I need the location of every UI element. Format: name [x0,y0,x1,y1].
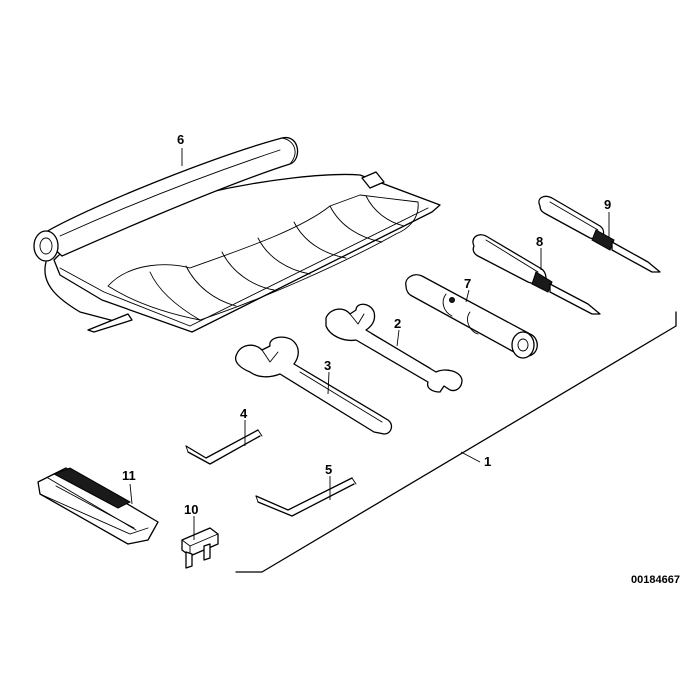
callout-7: 7 [464,276,471,291]
callout-4: 4 [240,406,248,421]
callout-10: 10 [184,502,198,517]
callout-6: 6 [177,132,184,147]
leader-lines [129,148,610,540]
assembly-bracket [235,311,677,573]
spare-fuse [181,527,219,569]
hex-key-5 [255,477,357,517]
callout-8: 8 [536,234,543,249]
hex-key-4 [185,429,263,465]
tool-roll-bag [33,137,441,333]
callout-11: 11 [122,468,136,483]
screwdriver-large [472,234,601,315]
callout-1: 1 [484,454,491,469]
socket-wrench [405,274,538,359]
double-wrench [325,303,463,393]
screwdriver-small [538,195,661,273]
large-wrench [234,336,393,435]
callout-2: 2 [394,316,401,331]
callout-5: 5 [325,462,332,477]
fuse-puller [37,467,159,545]
document-id: 00184667 [631,574,680,586]
callout-9: 9 [604,197,611,212]
callout-3: 3 [324,358,331,373]
callout-labels: 1 2 3 4 5 6 7 8 9 10 11 [122,132,611,517]
